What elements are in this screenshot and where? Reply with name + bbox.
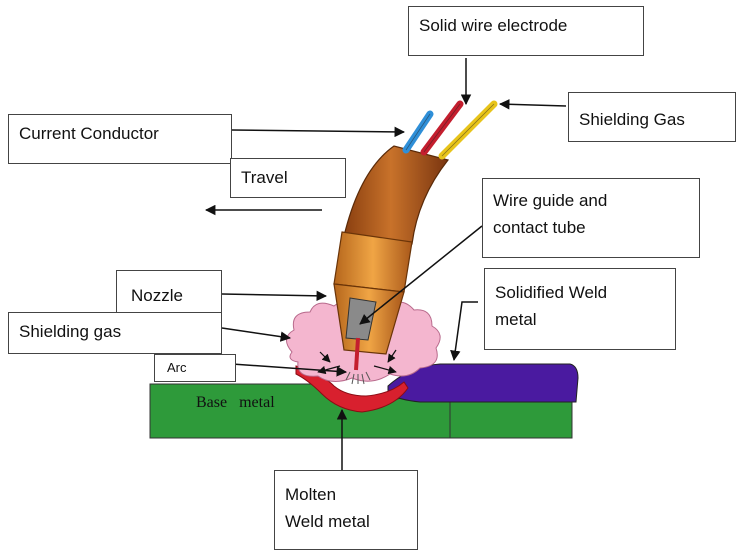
label-molten-weld-metal: Molten Weld metal: [274, 470, 418, 550]
label-solidified-line1: Solidified Weld: [495, 283, 608, 302]
arrow-current-conductor: [231, 126, 406, 138]
label-arc: Arc: [154, 354, 236, 382]
arrow-shielding-gas-top: [498, 99, 567, 110]
arrow-nozzle: [221, 290, 328, 302]
label-solid-wire-electrode: Solid wire electrode: [408, 6, 644, 56]
label-wire-guide-line2: contact tube: [493, 218, 586, 237]
arrow-wire-guide: [359, 225, 483, 325]
torch-body: [343, 145, 450, 245]
label-molten-line2: Weld metal: [285, 512, 370, 531]
arrow-solidified-weld: [450, 301, 478, 362]
molten-weld-pool: [295, 365, 409, 413]
label-shielding-gas-top: Shielding Gas: [568, 92, 736, 142]
arrow-arc: [231, 363, 348, 377]
arc-sparks: [345, 371, 371, 385]
label-base-metal: Base metal: [196, 394, 275, 411]
torch-nozzle-collar: [333, 231, 413, 293]
electrode-wire: [354, 337, 360, 371]
label-shielding-gas-left: Shielding gas: [8, 312, 222, 354]
label-solidified-weld-metal: Solidified Weld metal: [484, 268, 676, 350]
label-molten-line1: Molten: [285, 485, 337, 504]
label-solidified-line2: metal: [495, 310, 537, 329]
label-wire-guide-line1: Wire guide and: [493, 191, 608, 210]
arrow-shielding-gas-left: [221, 327, 292, 342]
label-travel: Travel: [230, 158, 346, 198]
label-nozzle: Nozzle: [116, 270, 222, 318]
label-wire-guide-contact-tube: Wire guide and contact tube: [482, 178, 700, 258]
label-current-conductor: Current Conductor: [8, 114, 232, 164]
